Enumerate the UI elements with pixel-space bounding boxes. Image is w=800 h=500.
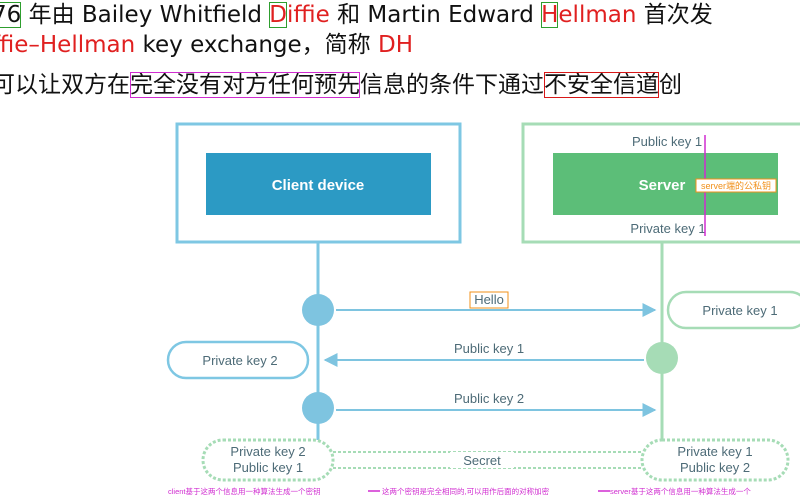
diffie-initial: D bbox=[269, 2, 288, 28]
hellman-initial: H bbox=[541, 2, 559, 28]
server-private-key-pill-label: Private key 1 bbox=[702, 303, 777, 318]
client-private-key-pill-label: Private key 2 bbox=[202, 353, 277, 368]
line3-seg2: 信息的条件下通过 bbox=[360, 72, 544, 98]
text-line-3: 可以让双方在完全没有对方任何预先信息的条件下通过不安全信道创 bbox=[0, 70, 682, 100]
public-key-1-label: Public key 1 bbox=[454, 341, 524, 356]
public-key-2-label: Public key 2 bbox=[454, 391, 524, 406]
secret-label-bg bbox=[450, 452, 514, 468]
server-dot-public-key-1 bbox=[646, 342, 678, 374]
client-dot-public-key-2 bbox=[302, 392, 334, 424]
server-public-key-label: Public key 1 bbox=[632, 134, 702, 149]
server-frame bbox=[521, 122, 800, 244]
text-line-2: ffie–Hellman key exchange，简称 DH bbox=[0, 30, 413, 60]
server-note-box bbox=[695, 178, 777, 193]
hellman-rest: ellman bbox=[558, 2, 637, 28]
client-secret-pill bbox=[201, 438, 335, 482]
client-dot-hello bbox=[302, 294, 334, 326]
line1-seg1: 年由 Bailey Whitfield bbox=[21, 2, 270, 28]
dh-abbreviation: DH bbox=[378, 32, 414, 58]
text-line-1: 76 年由 Bailey Whitfield Diffie 和 Martin E… bbox=[0, 0, 713, 30]
secret-label: Secret bbox=[463, 453, 501, 468]
client-private-key-pill bbox=[166, 340, 310, 380]
highlight-insecure-channel: 不安全信道 bbox=[544, 72, 659, 98]
year-fragment: 76 bbox=[0, 2, 22, 28]
client-secret-line-2: Public key 1 bbox=[233, 460, 303, 475]
client-secret-line-1: Private key 2 bbox=[230, 444, 305, 459]
server-private-key-label: Private key 1 bbox=[630, 221, 705, 236]
line1-seg3: 首次发 bbox=[636, 2, 713, 28]
server-secret-pill bbox=[640, 438, 790, 482]
client-device-label: Client device bbox=[272, 177, 365, 194]
server-secret-line-2: Public key 2 bbox=[680, 460, 750, 475]
line3-seg1: 可以让双方在 bbox=[0, 72, 130, 98]
line3-seg3: 创 bbox=[659, 72, 682, 98]
dh-full-name: ffie–Hellman bbox=[0, 32, 136, 58]
client-device-box bbox=[206, 153, 431, 215]
diffie-rest: iffie bbox=[287, 2, 330, 28]
caption-server: server基于这两个信息用一种算法生成一个 bbox=[610, 486, 751, 496]
highlight-no-prior-info: 完全没有对方任何预先 bbox=[130, 72, 360, 98]
caption-shared-key: 这两个密钥是完全相同的,可以用作后面的对称加密 bbox=[382, 486, 550, 496]
server-private-key-pill bbox=[666, 290, 800, 330]
caption-client: client基于这两个信息用一种算法生成一个密钥 bbox=[168, 486, 321, 496]
server-note: server端的公私钥 bbox=[701, 180, 771, 191]
line2-seg1: key exchange，简称 bbox=[135, 32, 378, 58]
server-label: Server bbox=[639, 177, 686, 194]
line1-seg2: 和 Martin Edward bbox=[329, 2, 542, 28]
server-secret-line-1: Private key 1 bbox=[677, 444, 752, 459]
hello-label: Hello bbox=[474, 292, 504, 307]
hello-label-box bbox=[469, 291, 509, 309]
